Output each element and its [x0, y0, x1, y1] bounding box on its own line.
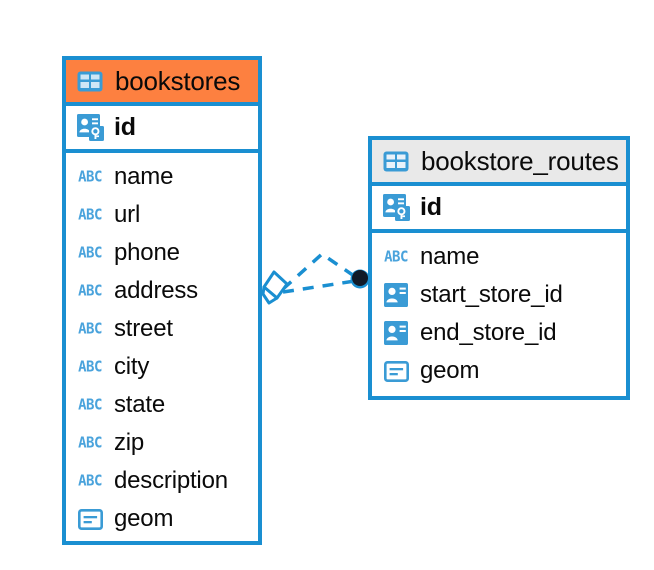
column-list-bookstores: ABC name ABC url ABC phone ABC [66, 153, 258, 542]
relationship-line-lower [282, 279, 356, 294]
column-list-bookstore-routes: ABC name start_store_id [372, 233, 626, 394]
entity-title: bookstores [115, 65, 241, 96]
abc-icon-label: ABC [78, 396, 102, 414]
entity-title: bookstore_routes [421, 145, 619, 176]
column-label: name [114, 163, 174, 190]
column-row[interactable]: ABC street [66, 310, 258, 348]
abc-icon-label: ABC [78, 320, 102, 338]
column-row[interactable]: ABC name [66, 158, 258, 196]
abc-icon: ABC [75, 276, 105, 306]
column-label: start_store_id [420, 281, 563, 308]
table-icon [75, 66, 105, 96]
abc-icon-label: ABC [78, 206, 102, 224]
primary-key-icon [75, 113, 105, 143]
geometry-icon [75, 504, 105, 534]
column-row[interactable]: end_store_id [372, 314, 626, 352]
column-label: address [114, 277, 198, 304]
primary-key-icon [381, 193, 411, 223]
column-row[interactable]: geom [372, 352, 626, 390]
column-row[interactable]: ABC city [66, 348, 258, 386]
column-row[interactable]: ABC phone [66, 234, 258, 272]
primary-key-row[interactable]: id [372, 186, 626, 233]
entity-header-bookstores[interactable]: bookstores [66, 60, 258, 106]
abc-icon: ABC [75, 390, 105, 420]
column-label: name [420, 243, 480, 270]
column-row[interactable]: start_store_id [372, 276, 626, 314]
foreign-key-icon [381, 318, 411, 348]
abc-icon: ABC [381, 242, 411, 272]
diamond-marker-icon [261, 270, 289, 305]
abc-icon: ABC [75, 466, 105, 496]
column-label: city [114, 353, 150, 380]
column-label: state [114, 391, 166, 418]
abc-icon-label: ABC [78, 168, 102, 186]
foreign-key-icon [381, 280, 411, 310]
column-label: phone [114, 239, 180, 266]
column-label: end_store_id [420, 319, 557, 346]
abc-icon-label: ABC [384, 248, 408, 266]
column-row[interactable]: ABC address [66, 272, 258, 310]
column-label: url [114, 201, 141, 228]
abc-icon: ABC [75, 314, 105, 344]
entity-bookstore-routes[interactable]: bookstore_routes id [368, 136, 630, 400]
table-icon [381, 146, 411, 176]
column-row[interactable]: ABC url [66, 196, 258, 234]
primary-key-label: id [114, 113, 136, 141]
entity-bookstores[interactable]: bookstores id [62, 56, 262, 545]
filled-circle-marker-icon [350, 269, 370, 289]
primary-key-label: id [420, 193, 442, 221]
column-row[interactable]: geom [66, 500, 258, 538]
entity-header-bookstore-routes[interactable]: bookstore_routes [372, 140, 626, 186]
column-label: description [114, 467, 228, 494]
column-row[interactable]: ABC description [66, 462, 258, 500]
abc-icon: ABC [75, 200, 105, 230]
column-label: geom [114, 505, 174, 532]
abc-icon: ABC [75, 352, 105, 382]
geometry-icon [381, 356, 411, 386]
abc-icon-label: ABC [78, 434, 102, 452]
column-row[interactable]: ABC name [372, 238, 626, 276]
column-row[interactable]: ABC zip [66, 424, 258, 462]
primary-key-row[interactable]: id [66, 106, 258, 153]
abc-icon: ABC [75, 238, 105, 268]
abc-icon: ABC [75, 162, 105, 192]
abc-icon-label: ABC [78, 472, 102, 490]
abc-icon-label: ABC [78, 358, 102, 376]
abc-icon: ABC [75, 428, 105, 458]
abc-icon-label: ABC [78, 244, 102, 262]
relationship-line-upper [281, 251, 358, 291]
column-label: street [114, 315, 173, 342]
column-label: zip [114, 429, 145, 456]
column-row[interactable]: ABC state [66, 386, 258, 424]
abc-icon-label: ABC [78, 282, 102, 300]
column-label: geom [420, 357, 480, 384]
